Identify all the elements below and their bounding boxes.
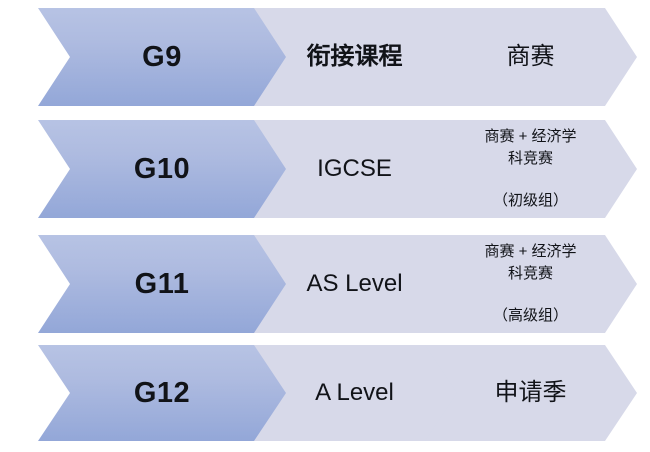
course-label: IGCSE <box>317 154 392 182</box>
competition-label: 商赛 + 经济学 科竞赛 （高级组） <box>484 243 577 325</box>
competition-label: 商赛 + 经济学 科竞赛 （初级组） <box>484 128 577 210</box>
grade-label: G10 <box>133 152 191 185</box>
course-chevron[interactable]: AS Level <box>252 235 457 333</box>
course-chevron[interactable]: 衔接课程 <box>252 8 457 106</box>
grade-chevron[interactable]: G9 <box>38 8 286 106</box>
course-label: AS Level <box>306 269 403 297</box>
course-chevron[interactable]: IGCSE <box>252 120 457 218</box>
grade-label: G11 <box>134 267 190 300</box>
competition-chevron[interactable]: 商赛 + 经济学 科竞赛 （高级组） <box>424 235 637 333</box>
grade-chevron[interactable]: G12 <box>38 345 286 441</box>
competition-label: 商赛 <box>506 42 555 70</box>
grade-chevron[interactable]: G11 <box>38 235 286 333</box>
grade-label: G12 <box>133 376 191 409</box>
competition-chevron[interactable]: 商赛 + 经济学 科竞赛 （初级组） <box>424 120 637 218</box>
course-label: A Level <box>315 378 394 406</box>
grade-chevron[interactable]: G10 <box>38 120 286 218</box>
course-chevron[interactable]: A Level <box>252 345 457 441</box>
flow-row: G9 衔接课程 商赛 <box>0 8 650 106</box>
grade-label: G9 <box>142 40 182 73</box>
flow-row: G12 A Level 申请季 <box>0 345 650 441</box>
flow-row: G10 IGCSE 商赛 + 经济学 科竞赛 （初级组） <box>0 120 650 218</box>
competition-chevron[interactable]: 商赛 <box>424 8 637 106</box>
competition-chevron[interactable]: 申请季 <box>424 345 637 441</box>
flow-row: G11 AS Level 商赛 + 经济学 科竞赛 （高级组） <box>0 235 650 333</box>
competition-label: 申请季 <box>494 378 567 406</box>
course-label: 衔接课程 <box>306 42 403 70</box>
